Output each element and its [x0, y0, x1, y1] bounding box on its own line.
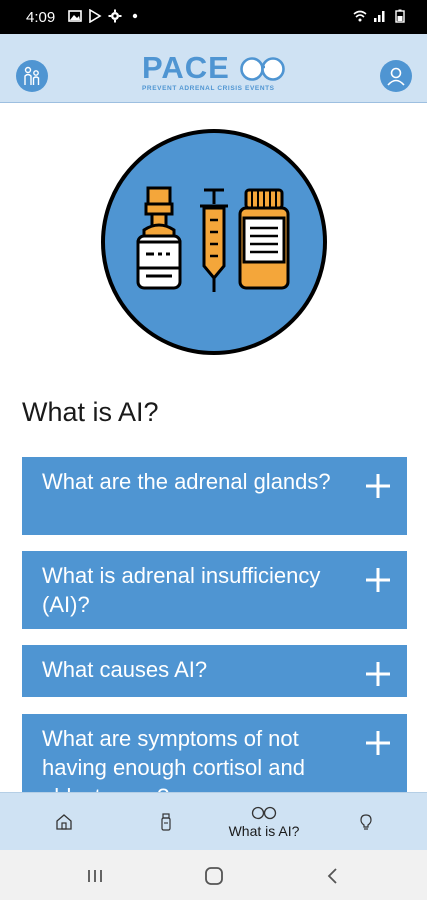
section-title: What is AI? — [22, 397, 159, 427]
play-store-icon — [89, 9, 102, 23]
accordion-item-adrenal-glands[interactable]: What are the adrenal glands? — [22, 457, 407, 535]
home-button-icon[interactable] — [203, 865, 225, 887]
gallery-icon — [68, 10, 82, 22]
recent-apps-icon[interactable] — [84, 865, 106, 887]
accordion-item-label: What is adrenal insufficiency (AI)? — [42, 563, 321, 617]
system-nav-bar — [0, 850, 427, 900]
accordion-item-label: What causes AI? — [42, 657, 208, 682]
settings-gear-icon — [108, 9, 122, 23]
logo-text: PACE — [142, 50, 230, 85]
pace-logo: PACE PREVENT ADRENAL CRISIS EVENTS — [142, 52, 287, 96]
plus-icon[interactable] — [363, 728, 393, 758]
nav-label-what-is-ai: What is AI? — [228, 823, 300, 839]
profile-button[interactable] — [380, 60, 412, 92]
nav-item-what-is-ai[interactable]: What is AI? — [214, 793, 314, 851]
home-icon — [56, 814, 72, 830]
battery-icon — [395, 9, 405, 23]
accordion-item-adrenal-insufficiency[interactable]: What is adrenal insufficiency (AI)? — [22, 551, 407, 629]
user-profile-icon — [387, 67, 405, 86]
dot-icon — [132, 13, 138, 19]
plus-icon[interactable] — [363, 471, 393, 501]
medication-vials-icon — [101, 129, 327, 355]
accordion-item-label: What are the adrenal glands? — [42, 469, 331, 494]
notification-icons — [68, 9, 142, 23]
back-icon[interactable] — [322, 865, 344, 887]
family-icon — [24, 66, 40, 85]
logo-glasses-icon — [240, 57, 285, 81]
wifi-icon — [353, 10, 367, 22]
plus-icon[interactable] — [363, 659, 393, 689]
lightbulb-icon — [360, 814, 372, 830]
accordion-item-causes[interactable]: What causes AI? — [22, 645, 407, 697]
system-status-icons — [353, 9, 407, 23]
signal-icon — [374, 11, 385, 22]
nav-item-home[interactable] — [44, 793, 84, 851]
vial-icon — [161, 813, 171, 831]
status-time: 4:09 — [26, 9, 56, 26]
bottom-nav: What is AI? — [0, 792, 427, 851]
glasses-icon — [251, 806, 277, 820]
family-button[interactable] — [16, 60, 48, 92]
status-bar: 4:09 — [0, 0, 427, 34]
app-header — [0, 34, 427, 103]
nav-item-medication[interactable] — [146, 793, 186, 851]
nav-item-tips[interactable] — [346, 793, 386, 851]
logo-tagline: PREVENT ADRENAL CRISIS EVENTS — [142, 85, 275, 92]
plus-icon[interactable] — [363, 565, 393, 595]
